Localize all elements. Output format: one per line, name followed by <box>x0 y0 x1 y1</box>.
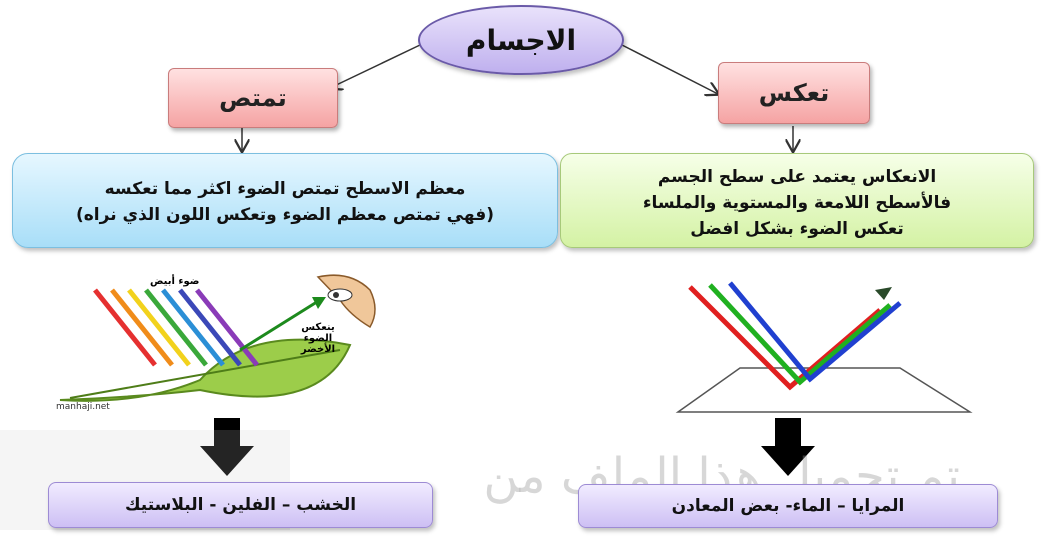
reflect-description-box: الانعكاس يعتمد على سطح الجسم فالأسطح الل… <box>560 153 1034 248</box>
reflect-description-line-2: فالأسطح اللامعة والمستوية والملساء <box>642 193 952 213</box>
root-node: الاجسام <box>418 5 624 75</box>
mirror-illustration <box>675 281 973 413</box>
root-label: الاجسام <box>465 23 577 57</box>
reflect-examples: المرايا – الماء- بعض المعادن <box>671 496 905 516</box>
absorb-title: تمتص <box>219 84 287 112</box>
site-label: manhaji.net <box>56 402 110 412</box>
reflect-down-arrow <box>761 418 815 476</box>
reflected-green-label: ينعكس الضوء الأخضر <box>288 322 348 355</box>
reflected-label-line-2: الضوء الأخضر <box>300 333 336 355</box>
reflect-description-line-1: الانعكاس يعتمد على سطح الجسم <box>657 167 937 187</box>
absorb-description-line-2: (فهي تمتص معظم الضوء وتعكس اللون الذي نر… <box>76 205 494 225</box>
reflected-label-line-1: ينعكس <box>301 322 335 333</box>
absorb-examples: الخشب – الفلين - البلاستيك <box>124 495 357 515</box>
leaf-illustration <box>59 274 376 402</box>
absorb-down-arrow <box>200 418 254 476</box>
white-light-label: ضوء أبيض <box>150 276 200 287</box>
absorb-node: تمتص <box>168 68 338 128</box>
absorb-examples-box: الخشب – الفلين - البلاستيك <box>48 482 433 528</box>
reflect-description-line-3: تعكس الضوء بشكل افضل <box>690 219 904 239</box>
absorb-description-box: معظم الاسطح تمتص الضوء اكثر مما تعكسه (ف… <box>12 153 558 248</box>
reflect-title: تعكس <box>758 79 830 107</box>
reflect-examples-box: المرايا – الماء- بعض المعادن <box>578 484 998 528</box>
reflect-node: تعكس <box>718 62 870 124</box>
absorb-description-line-1: معظم الاسطح تمتص الضوء اكثر مما تعكسه <box>104 179 466 199</box>
